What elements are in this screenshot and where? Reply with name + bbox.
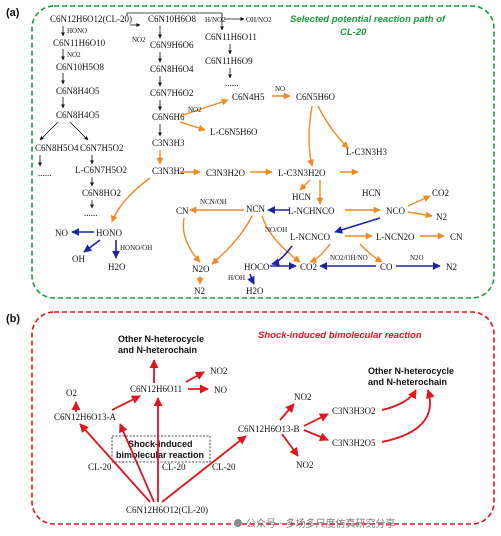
species-lncnco: L-NCNCO (290, 232, 330, 242)
species-s2: C6N10H6O8 (148, 14, 197, 24)
species-hono: HONO (96, 228, 122, 238)
species-c6n5h6o: C6N5H6O (296, 92, 336, 102)
reagent-ohno2: OH/NO2 (246, 16, 272, 24)
species-c3n3h2o5: C3N3H2O5 (332, 438, 376, 448)
reagent-ncn-oh: NCN/OH (200, 198, 227, 206)
species-ncn: NCN (246, 204, 266, 214)
species-c3n3h3o2: C3N3H3O2 (332, 406, 376, 416)
panel-a-title-2: CL-20 (340, 27, 367, 38)
panel-a-title-1: Selected potential reaction path of (290, 14, 446, 25)
species-l1: C6N11H6O10 (53, 38, 106, 48)
species-lc3n3h3: L-C3N3H3 (346, 147, 387, 157)
species-lncn2o: L-NCN2O (376, 232, 415, 242)
species-n2a: N2 (436, 212, 447, 222)
reagent-n2o: N2O (410, 254, 424, 262)
species-s6: C6N6H6 (152, 112, 185, 122)
panel-a-label: (a) (6, 7, 20, 19)
other2-line2: and N-heterochain (368, 377, 447, 387)
species-o2: O2 (66, 388, 77, 398)
species-c6n4h5: C6N4H5 (232, 92, 265, 102)
species-cn2: CN (450, 232, 463, 242)
reagent-no2-1: NO2 (132, 36, 146, 44)
species-no2b: NO2 (294, 392, 312, 402)
species-l4: C6N8H4O5 (56, 110, 100, 120)
reagent-no2-2: NO2 (67, 51, 81, 59)
species-lc6n5h6o: L-C6N5H6O (210, 127, 258, 137)
reagent-hono1: HONO (67, 27, 87, 35)
species-no: NO (55, 228, 68, 238)
species-hcn1: HCN (292, 192, 312, 202)
species-lnchnco: L-NCHNCO (288, 206, 335, 216)
species-s7: C3N3H3 (152, 138, 185, 148)
species-cn1: CN (176, 206, 189, 216)
bimolecular-box (111, 435, 211, 463)
other2-line1: Other N-heterocycle (368, 366, 454, 376)
species-hcn2: HCN (362, 188, 382, 198)
panel-b-label: (b) (6, 313, 20, 325)
species-c11: C6N12H6O11 (130, 384, 182, 394)
reagent-hono-oh: HONO/OH (120, 244, 152, 252)
species-cl20-b: C6N12H6O12(CL-20) (126, 505, 208, 515)
wechat-icon (234, 519, 242, 527)
species-r1: C6N11H6O11 (205, 32, 257, 42)
species-s8: C3N3H2 (152, 166, 185, 176)
species-co2: CO2 (432, 188, 449, 198)
species-co: CO (380, 262, 393, 272)
species-h2o1: H2O (246, 286, 264, 296)
species-h2o2: H2O (108, 262, 126, 272)
species-l8: C6N8HO2 (82, 188, 121, 198)
box-line2: bimolecular reaction (116, 450, 204, 460)
other1-line2: and N-heterochain (118, 345, 197, 355)
reagent-ho: H/NO2 (205, 16, 226, 24)
dots-3: ...... (225, 78, 239, 88)
species-co2b: CO2 (300, 262, 317, 272)
other1-line1: Other N-heterocycle (118, 334, 204, 344)
cl20-r: CL-20 (212, 462, 236, 472)
species-l5: C6N8H5O4 (35, 143, 79, 153)
reagent-no: NO (275, 85, 285, 93)
reagent-no-oh: NO/OH (265, 226, 287, 234)
panel-b-frame (31, 311, 495, 525)
species-l6: C6N7H5O2 (80, 143, 124, 153)
species-a: C6N12H6O13-A (54, 412, 116, 422)
reagent-no2: NO2 (188, 106, 202, 114)
species-no2a: NO2 (210, 366, 228, 376)
species-b: C6N12H6O13-B (238, 424, 300, 434)
species-oh: OH (72, 254, 85, 264)
species-l7: L-C6N7H5O2 (75, 165, 127, 175)
cl20-l: CL-20 (88, 462, 112, 472)
species-r2: C6N11H6O9 (205, 56, 253, 66)
species-s3: C6N9H6O6 (150, 40, 194, 50)
species-s4: C6N8H6O4 (150, 64, 194, 74)
species-no: NO (214, 385, 227, 395)
panel-b-title: Shock-induced bimolecular reaction (258, 330, 422, 341)
species-no2c: NO2 (296, 460, 314, 470)
panel-a-frame (31, 5, 495, 299)
species-lc3n3h2o: L-C3N3H2O (278, 168, 326, 178)
species-c3n3h2o: C3N3H2O (206, 168, 246, 178)
reagent-h-oh: H/OH (228, 274, 245, 282)
species-n2o: N2O (192, 264, 210, 274)
species-s5: C6N7H6O2 (150, 88, 194, 98)
species-n2b: N2 (194, 286, 205, 296)
box-line1: Shock-induced (128, 439, 193, 449)
species-n2c: N2 (446, 262, 457, 272)
species-hoco: HOCO (244, 262, 270, 272)
species-l2: C6N10H5O8 (56, 62, 105, 72)
cl20-m: CL-20 (162, 462, 186, 472)
watermark: 公众号 · 多场多尺度仿真研究分享 (246, 517, 396, 530)
species-cl20: C6N12H6O12(CL-20) (50, 14, 132, 24)
species-l3: C6N8H4O5 (56, 86, 100, 96)
species-nco: NCO (386, 206, 406, 216)
dots-1: ...... (38, 168, 52, 178)
reagent-no2-oh-no: NO2/OH/NO (330, 254, 368, 262)
dots-2: ...... (84, 208, 98, 218)
